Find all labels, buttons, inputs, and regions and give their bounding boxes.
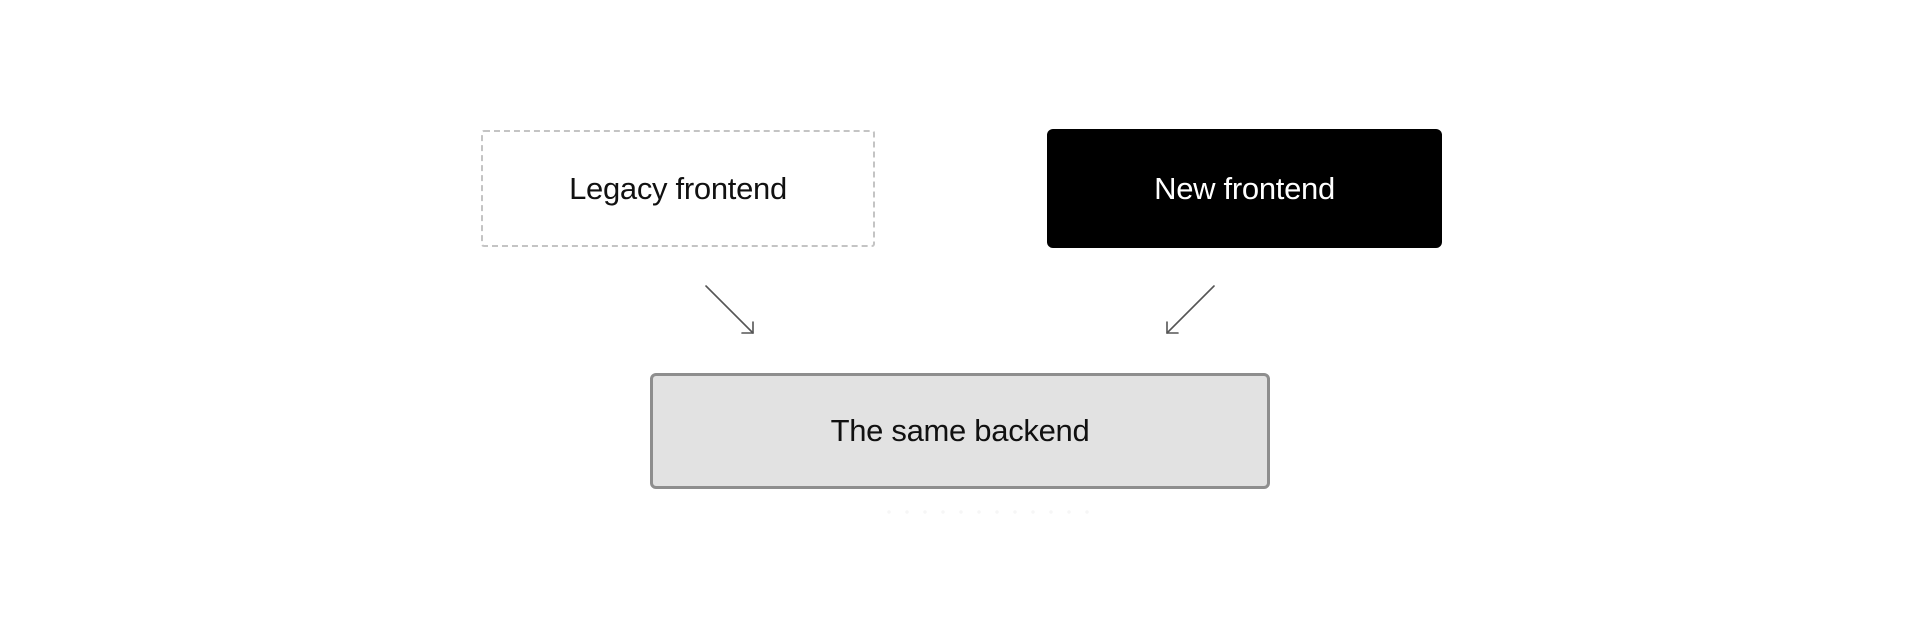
arrow-new-to-backend: [1166, 285, 1215, 334]
new-frontend-label: New frontend: [1154, 170, 1335, 206]
faint-dotted-line: [880, 508, 1100, 516]
new-frontend-node: New frontend: [1047, 129, 1442, 248]
arrow-legacy-to-backend: [705, 285, 754, 334]
legacy-frontend-label: Legacy frontend: [569, 170, 787, 206]
backend-label: The same backend: [830, 413, 1090, 448]
backend-node: The same backend: [650, 373, 1270, 489]
legacy-frontend-node: Legacy frontend: [481, 130, 875, 247]
